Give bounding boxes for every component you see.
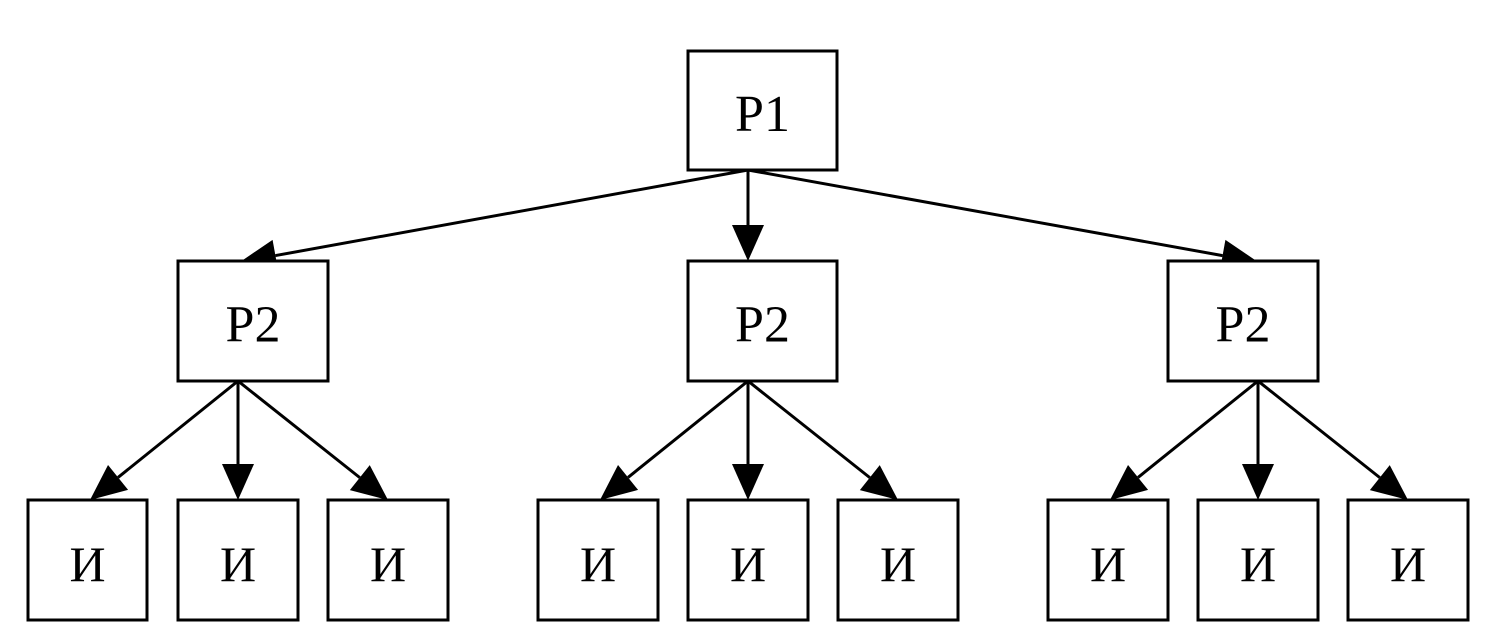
- arrowhead-icon: [600, 464, 639, 500]
- node-box: [1166, 259, 1320, 383]
- node-label: P1: [735, 86, 790, 143]
- node-box: [686, 498, 810, 622]
- arrow-p2c-to-i9: [1257, 379, 1408, 500]
- arrowhead-icon: [222, 464, 254, 500]
- node-i1: И: [26, 498, 149, 622]
- node-box: [836, 498, 960, 622]
- node-label: P2: [1216, 297, 1271, 354]
- arrowhead-icon: [349, 465, 388, 500]
- node-box: [176, 259, 330, 383]
- node-label: И: [1390, 536, 1426, 592]
- arrowhead-icon: [90, 464, 129, 500]
- arrow-line: [237, 379, 361, 479]
- node-label: И: [370, 536, 406, 592]
- node-i2: И: [176, 498, 300, 622]
- node-box: [1046, 498, 1170, 622]
- arrow-p2b-to-i6: [747, 379, 898, 500]
- node-i3: И: [326, 498, 450, 622]
- node-i4: И: [536, 498, 660, 622]
- arrowhead-icon: [732, 225, 764, 261]
- node-label: И: [880, 536, 916, 592]
- arrow-line: [275, 168, 749, 258]
- arrow-root-to-p2c: [747, 168, 1258, 272]
- node-box: [176, 498, 300, 622]
- node-box: [686, 259, 839, 383]
- node-i5: И: [686, 498, 810, 622]
- node-box: [686, 49, 839, 172]
- arrow-line: [747, 379, 871, 479]
- arrow-p2c-to-i8: [1242, 381, 1274, 500]
- node-box: [326, 498, 450, 622]
- arrow-root-to-p2b: [732, 170, 764, 261]
- node-label: P2: [226, 297, 281, 354]
- arrow-p2a-to-i1: [90, 379, 239, 500]
- node-label: P2: [735, 297, 790, 354]
- node-i6: И: [836, 498, 960, 622]
- node-box: [1346, 498, 1470, 622]
- arrowhead-icon: [859, 465, 898, 500]
- arrowhead-icon: [732, 464, 764, 500]
- arrow-p2b-to-i4: [600, 379, 749, 500]
- node-label: И: [1240, 536, 1276, 592]
- node-box: [536, 498, 660, 622]
- node-label: И: [580, 536, 616, 592]
- node-box: [26, 498, 149, 622]
- arrow-root-to-p2a: [240, 168, 749, 272]
- node-p2a: P2: [176, 259, 330, 383]
- node-i8: И: [1196, 498, 1320, 622]
- node-i9: И: [1346, 498, 1470, 622]
- arrowhead-icon: [1110, 464, 1149, 500]
- arrowhead-icon: [1242, 464, 1274, 500]
- arrow-p2b-to-i5: [732, 381, 764, 500]
- arrow-line: [1137, 379, 1259, 479]
- arrow-line: [747, 168, 1223, 258]
- arrow-p2c-to-i7: [1110, 379, 1259, 500]
- node-root: P1: [686, 49, 839, 172]
- arrow-line: [627, 379, 749, 479]
- node-label: И: [220, 536, 256, 592]
- node-label: И: [1090, 536, 1126, 592]
- arrow-line: [1257, 379, 1381, 479]
- edges-layer: [90, 168, 1408, 500]
- node-label: И: [730, 536, 766, 592]
- arrow-line: [117, 379, 239, 479]
- arrow-p2a-to-i2: [222, 381, 254, 500]
- node-box: [1196, 498, 1320, 622]
- node-label: И: [69, 536, 105, 592]
- arrowhead-icon: [1369, 465, 1408, 500]
- node-p2c: P2: [1166, 259, 1320, 383]
- node-i7: И: [1046, 498, 1170, 622]
- node-p2b: P2: [686, 259, 839, 383]
- arrow-p2a-to-i3: [237, 379, 388, 500]
